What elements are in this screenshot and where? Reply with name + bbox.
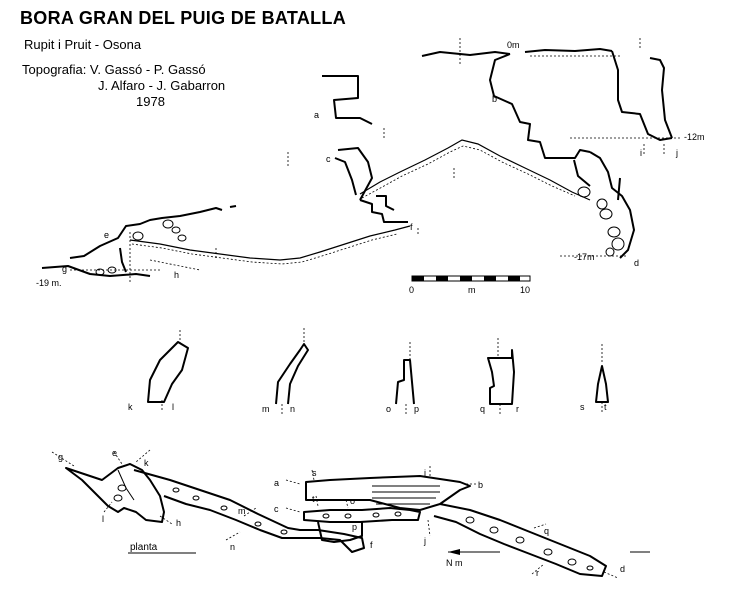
cross-sections: k l m n o p q r s t bbox=[128, 328, 609, 414]
scale-label-start: 0 bbox=[409, 285, 414, 295]
depth-label-12m: -12m bbox=[684, 132, 705, 142]
plan-point-k: k bbox=[144, 458, 149, 468]
plan-point-n: n bbox=[230, 542, 235, 552]
depth-label-0m: 0m bbox=[507, 40, 520, 50]
profile-point-c: c bbox=[326, 154, 331, 164]
section-p-label: p bbox=[414, 404, 419, 414]
plan-point-a: a bbox=[274, 478, 279, 488]
survey-credit-line2: J. Alfaro - J. Gabarron bbox=[98, 78, 226, 93]
location-subtitle: Rupit i Pruit - Osona bbox=[24, 37, 142, 52]
plan-point-t: t bbox=[312, 494, 315, 504]
plan-point-j: j bbox=[423, 536, 426, 546]
plan-point-c: c bbox=[274, 504, 279, 514]
profile-point-b: b bbox=[492, 94, 497, 104]
profile-point-a: a bbox=[314, 110, 319, 120]
profile-point-i: i bbox=[640, 148, 642, 158]
plan-point-e: e bbox=[112, 448, 117, 458]
survey-year: 1978 bbox=[136, 94, 165, 109]
profile-point-f: f bbox=[410, 222, 413, 232]
section-s-label: s bbox=[580, 402, 585, 412]
scale-label-unit: m bbox=[468, 285, 476, 295]
plan-point-p: p bbox=[352, 522, 357, 532]
plan-view: planta N m g e k l h m n a s c t o p f i… bbox=[51, 448, 650, 579]
plan-point-r: r bbox=[536, 568, 539, 578]
plan-point-i: i bbox=[424, 468, 426, 478]
profile-point-d: d bbox=[634, 258, 639, 268]
depth-label-19m: -19 m. bbox=[36, 278, 62, 288]
section-l-label: l bbox=[172, 402, 174, 412]
plan-point-m: m bbox=[238, 506, 246, 516]
plan-point-d: d bbox=[620, 564, 625, 574]
profile-point-j: j bbox=[675, 148, 678, 158]
depth-label-17m: -17m bbox=[574, 252, 595, 262]
scale-bar: 0 m 10 bbox=[409, 275, 531, 295]
plan-point-l: l bbox=[102, 514, 104, 524]
plan-point-f: f bbox=[370, 540, 373, 550]
plan-point-o: o bbox=[350, 496, 355, 506]
plan-point-h: h bbox=[176, 518, 181, 528]
section-t-label: t bbox=[604, 402, 607, 412]
profile-point-h: h bbox=[174, 270, 179, 280]
section-n-label: n bbox=[290, 404, 295, 414]
survey-title: BORA GRAN DEL PUIG DE BATALLA bbox=[20, 8, 347, 28]
plan-point-g: g bbox=[58, 452, 63, 462]
plan-point-s: s bbox=[312, 468, 317, 478]
plan-point-q: q bbox=[544, 526, 549, 536]
scale-label-end: 10 bbox=[520, 285, 530, 295]
profile-point-g: g bbox=[62, 264, 67, 274]
section-m-label: m bbox=[262, 404, 270, 414]
profile-point-e: e bbox=[104, 230, 109, 240]
section-q-label: q bbox=[480, 404, 485, 414]
north-label: N m bbox=[446, 558, 463, 568]
section-r-label: r bbox=[516, 404, 519, 414]
section-k-label: k bbox=[128, 402, 133, 412]
section-o-label: o bbox=[386, 404, 391, 414]
plan-point-b: b bbox=[478, 480, 483, 490]
plan-title: planta bbox=[130, 542, 158, 553]
survey-credit-line1: Topografia: V. Gassó - P. Gassó bbox=[22, 62, 206, 77]
profile-section: 0m -12m -17m -19 m. a b c d e f g h i j bbox=[36, 38, 705, 288]
